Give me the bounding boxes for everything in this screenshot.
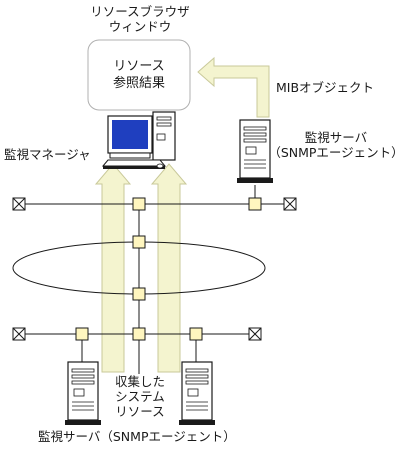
- browser-content-line-2: 参照結果: [112, 76, 165, 91]
- browser-window-title: リソースブラウザ ウィンドウ: [80, 4, 200, 34]
- computer-icon: [101, 111, 176, 169]
- monitoring-server-right-label: 監視サーバ （SNMPエージェント）: [266, 130, 406, 160]
- server-icon: [64, 361, 102, 426]
- browser-content-line-1: リソース: [113, 59, 165, 74]
- connector-node: [132, 197, 146, 211]
- monitoring-server-bottom-label: 監視サーバ（SNMPエージェント）: [38, 429, 236, 444]
- terminator-node: [12, 197, 26, 211]
- collected-resources-line-1: 収集した: [114, 374, 165, 389]
- browser-window-title-line-1: リソースブラウザ: [90, 4, 190, 19]
- connector-node: [248, 197, 262, 211]
- connector-node: [132, 287, 146, 301]
- collected-resources-line-2: システム: [115, 389, 165, 404]
- connector-node: [132, 235, 146, 249]
- collected-resources-line-3: リソース: [115, 404, 165, 419]
- mib-arrow: [197, 56, 270, 118]
- collected-arrow-right: [150, 163, 188, 373]
- terminator-node: [12, 327, 26, 341]
- connector-node: [189, 327, 203, 341]
- collected-resources-label: 収集した システム リソース: [104, 374, 176, 419]
- collected-arrow-left: [94, 163, 132, 373]
- terminator-node: [283, 197, 297, 211]
- monitoring-server-right-line-2: （SNMPエージェント）: [268, 145, 404, 160]
- browser-window: [87, 39, 191, 111]
- monitoring-manager-label: 監視マネージャ: [4, 147, 91, 162]
- terminator-node: [248, 327, 262, 341]
- mib-object-label: MIBオブジェクト: [276, 80, 375, 95]
- browser-content: リソース 参照結果: [88, 58, 190, 92]
- browser-window-title-line-2: ウィンドウ: [108, 19, 172, 34]
- server-icon: [178, 361, 216, 426]
- connector-node: [132, 327, 146, 341]
- connector-node: [75, 327, 89, 341]
- monitoring-server-right-line-1: 監視サーバ: [304, 130, 368, 145]
